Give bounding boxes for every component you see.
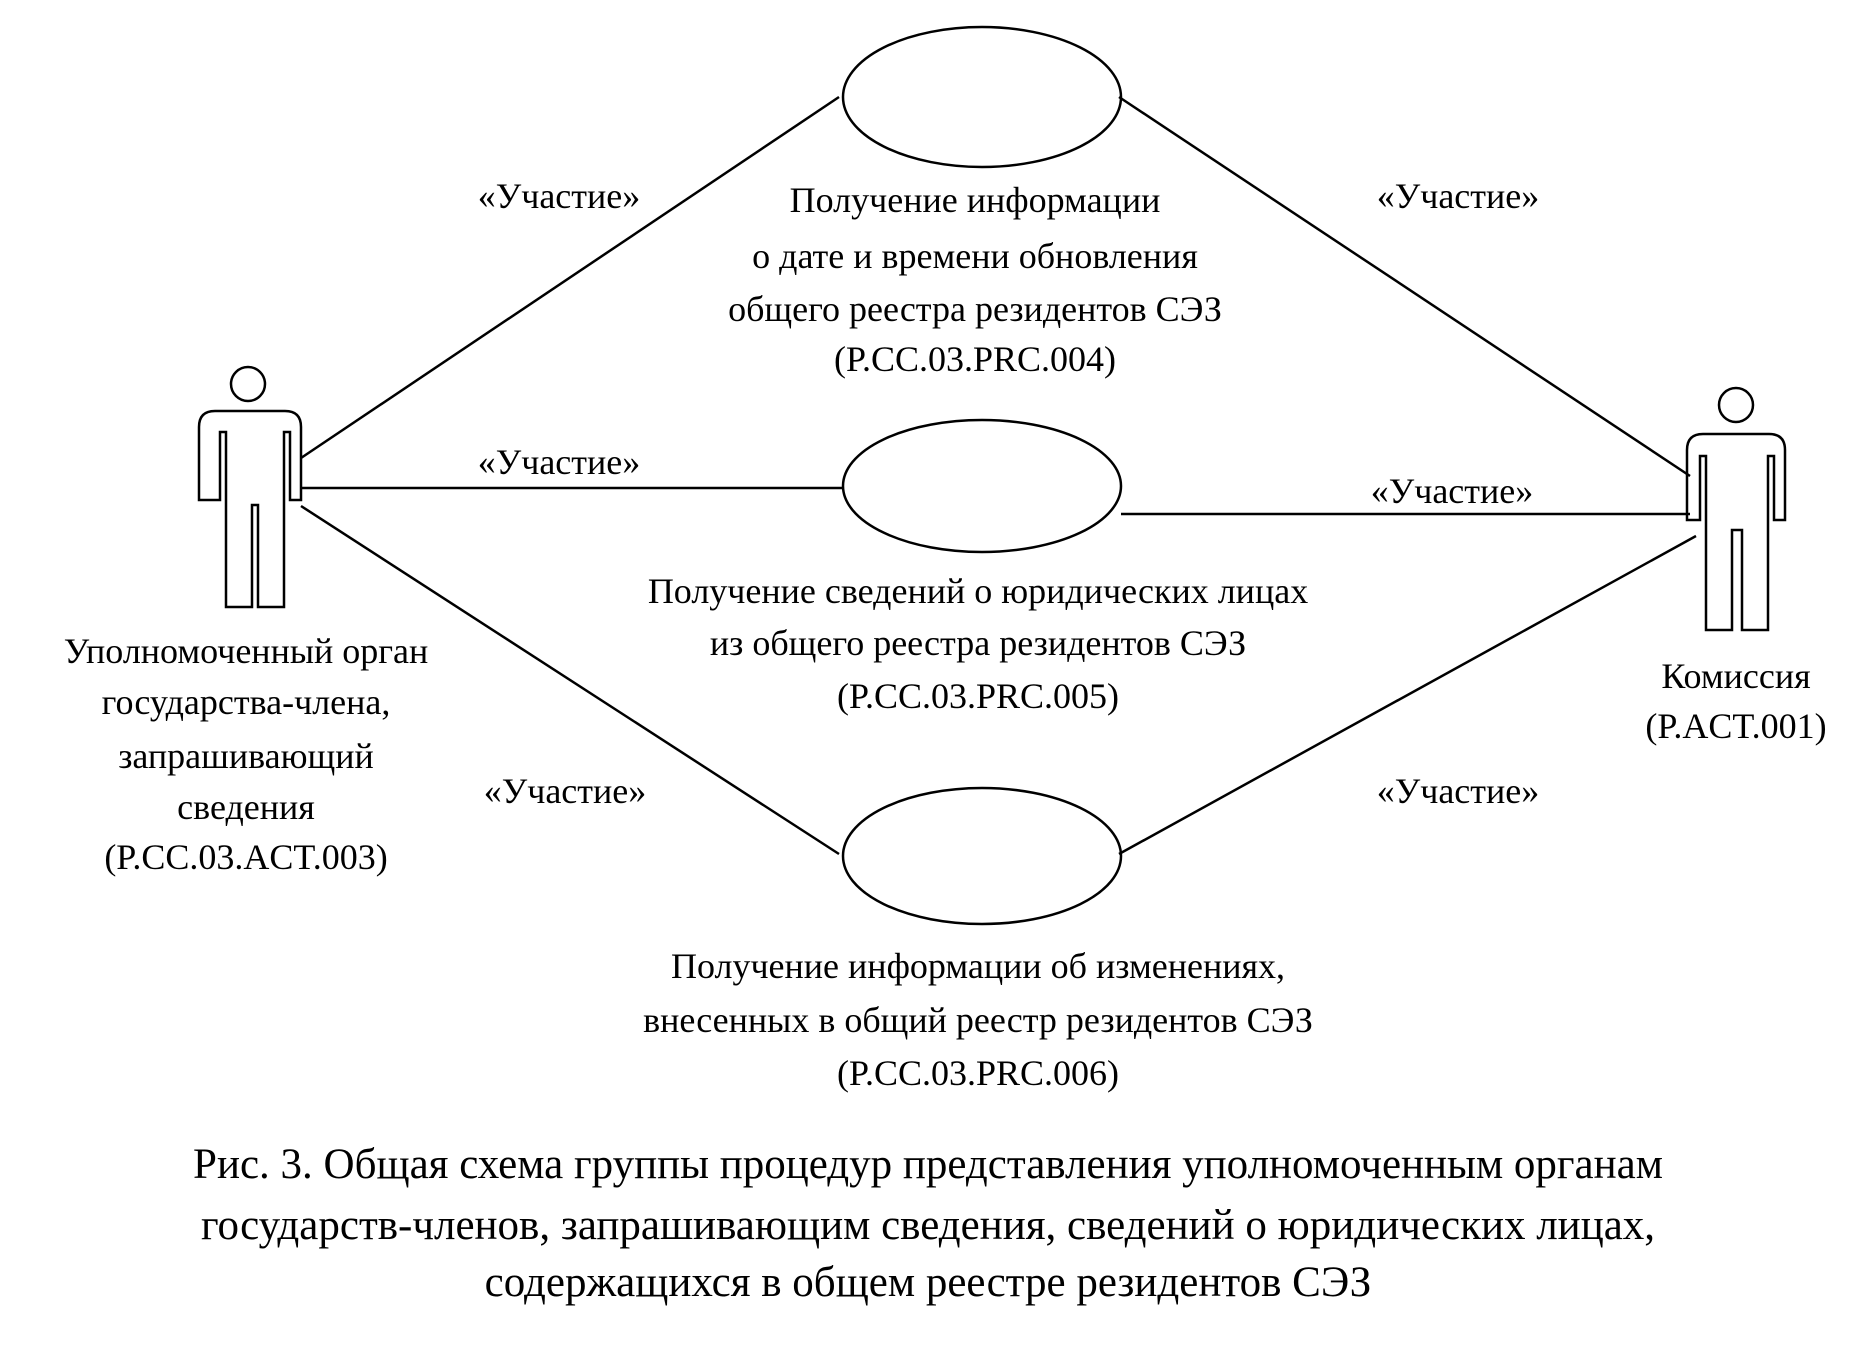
actor-left-line: государства-члена, xyxy=(101,682,391,722)
association-line-left-bottom xyxy=(300,504,840,856)
association-line-left-top xyxy=(300,95,840,460)
use-case-005-line: Получение сведений о юридических лицах xyxy=(647,571,1309,611)
use-case-004-line: общего реестра резидентов СЭЗ xyxy=(728,289,1222,329)
association-label-left-mid: «Участие» xyxy=(477,442,641,482)
use-case-005-line: (P.CC.03.PRC.005) xyxy=(836,676,1120,716)
use-case-004-line: о дате и времени обновления xyxy=(752,236,1198,276)
use-case-ellipse-006 xyxy=(841,786,1123,926)
use-case-006-line: Получение информации об изменениях, xyxy=(670,946,1286,986)
association-label-right-top: «Участие» xyxy=(1376,176,1540,216)
actor-right-line: Комиссия xyxy=(1661,656,1811,696)
association-line-right-bottom xyxy=(1118,534,1697,856)
actor-left-line: сведения xyxy=(177,787,315,827)
caption-line: Рис. 3. Общая схема группы процедур пред… xyxy=(193,1141,1663,1188)
use-case-ellipse-005 xyxy=(841,418,1123,554)
caption-line: содержащихся в общем реестре резидентов … xyxy=(484,1259,1372,1306)
use-case-004-line: (P.CC.03.PRC.004) xyxy=(833,339,1117,379)
actor-right-line: (P.ACT.001) xyxy=(1645,706,1827,746)
association-label-left-top: «Участие» xyxy=(477,176,641,216)
use-case-ellipse-004 xyxy=(841,25,1123,169)
caption-line: государств-членов, запрашивающим сведени… xyxy=(200,1202,1656,1249)
use-case-004-line: Получение информации xyxy=(789,180,1161,220)
actor-left-line: (P.CC.03.ACT.003) xyxy=(104,837,388,877)
association-label-right-bottom: «Участие» xyxy=(1376,771,1540,811)
actor-icon-right xyxy=(1685,386,1787,632)
actor-left-line: запрашивающий xyxy=(118,736,374,776)
use-case-006-line: (P.CC.03.PRC.006) xyxy=(836,1053,1120,1093)
association-line-right-top xyxy=(1118,95,1691,478)
use-case-005-line: из общего реестра резидентов СЭЗ xyxy=(709,623,1247,663)
use-case-006-line: внесенных в общий реестр резидентов СЭЗ xyxy=(643,1000,1313,1040)
association-label-right-mid: «Участие» xyxy=(1370,471,1534,511)
actor-left-line: Уполномоченный орган xyxy=(63,631,429,671)
association-label-left-bottom: «Участие» xyxy=(483,771,647,811)
actor-icon-left xyxy=(197,365,303,609)
